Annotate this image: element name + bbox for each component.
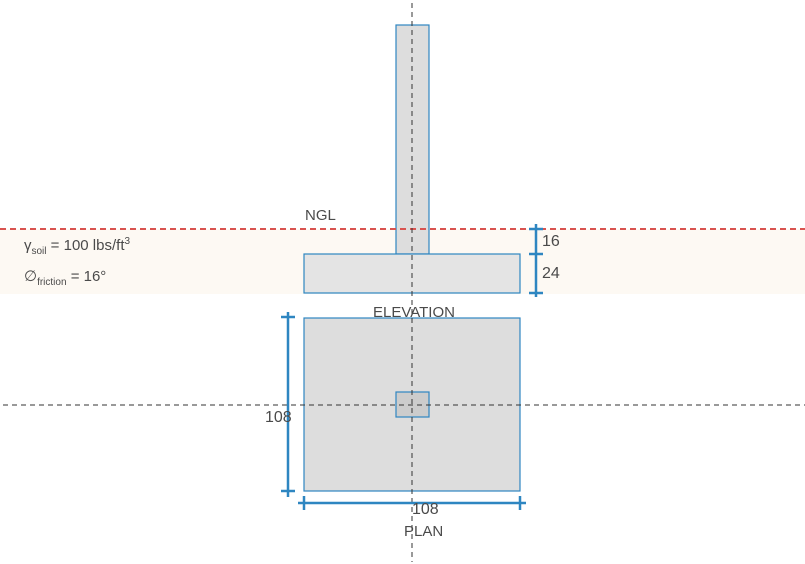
plan-length-dimension — [281, 312, 295, 497]
ngl-label: NGL — [305, 207, 336, 224]
plan-length-label: 108 — [265, 409, 292, 426]
footing-thickness-label: 24 — [542, 265, 560, 282]
soil-unit-weight: γsoil = 100 lbs/ft3 — [24, 236, 131, 257]
plan-width-label: 108 — [412, 501, 439, 518]
elevation-label: ELEVATION — [373, 304, 455, 321]
soil-friction-angle: ∅friction = 16° — [24, 268, 107, 288]
plan-label: PLAN — [404, 523, 444, 540]
plan-width-dimension — [298, 496, 526, 510]
elevation-dimension — [529, 224, 543, 297]
cover-depth-label: 16 — [542, 233, 560, 250]
